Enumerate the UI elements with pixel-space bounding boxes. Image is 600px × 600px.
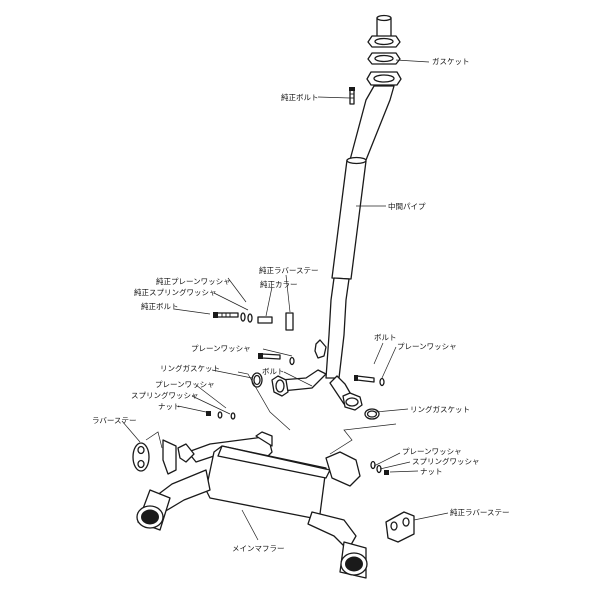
oem-bolt-left-part	[213, 312, 239, 318]
middle-pipe-part	[279, 85, 395, 405]
label-nut-lower-right: ナット	[420, 467, 443, 476]
label-oem-spring-washer: 純正スプリングワッシャ	[134, 287, 217, 297]
label-oem-rubber-stay-top: 純正ラバーステー	[259, 265, 319, 275]
label-oem-rubber-stay-right: 純正ラバーステー	[450, 507, 510, 517]
label-ring-gasket-right: リングガスケット	[410, 404, 470, 414]
main-muffler-part	[155, 431, 361, 551]
oem-rubber-stay-right-part	[385, 511, 415, 543]
right-bolt-washer	[354, 375, 385, 387]
label-nut-left: ナット	[158, 402, 181, 411]
rubber-stay-part	[132, 442, 150, 472]
label-main-muffler: メインマフラー	[232, 544, 285, 553]
label-plain-washer-center: プレーンワッシャ	[191, 344, 251, 353]
left-washer-nut-set	[206, 411, 236, 420]
exhaust-tip-right	[339, 541, 368, 579]
label-spring-washer-lower-right: スプリングワッシャ	[412, 456, 480, 466]
label-middle-pipe: 中間パイプ	[388, 201, 426, 211]
label-oem-bolt-top: 純正ボルト	[281, 92, 319, 102]
label-plain-washer-lower-right: プレーンワッシャ	[402, 447, 462, 456]
label-gasket: ガスケット	[432, 56, 470, 66]
leader-lines	[121, 59, 449, 541]
label-rubber-stay: ラバーステー	[92, 416, 137, 425]
center-bolt-washer	[258, 353, 295, 366]
label-plain-washer-right: プレーンワッシャ	[397, 342, 457, 351]
label-plain-washer-left: プレーンワッシャ	[155, 380, 215, 389]
label-bolt-center: ボルト	[262, 367, 285, 376]
label-oem-collar: 純正カラー	[260, 279, 298, 289]
label-bolt-right: ボルト	[374, 333, 397, 342]
lower-right-washer-nut-set	[370, 460, 389, 475]
exhaust-tip-left	[136, 489, 171, 531]
ring-gasket-parts	[251, 372, 380, 420]
label-spring-washer-left: スプリングワッシャ	[131, 390, 199, 400]
oem-washers-left	[240, 312, 273, 324]
label-ring-gasket-left: リングガスケット	[160, 363, 220, 373]
label-oem-plain-washer: 純正プレーンワッシャ	[156, 276, 231, 286]
middle-pipe-flanges	[271, 375, 363, 411]
label-oem-bolt-left: 純正ボルト	[141, 301, 179, 311]
front-pipe-flange-assembly	[366, 14, 402, 86]
oem-bolt-top-part	[349, 87, 355, 105]
middle-pipe-hanger	[285, 312, 327, 359]
part-labels: ガスケット 純正ボルト 中間パイプ 純正ラバーステー 純正プレーンワッシャ 純正…	[92, 56, 510, 553]
